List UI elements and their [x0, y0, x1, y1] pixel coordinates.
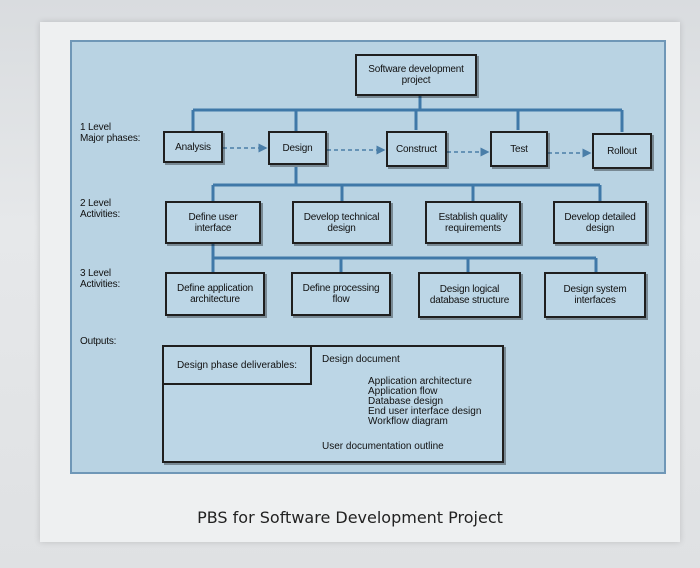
outputs-heading: Design document [322, 354, 400, 365]
outputs-item: End user interface design [368, 406, 482, 417]
level3-label: 3 Level Activities: [80, 268, 121, 290]
level2-develop-technical-design: Develop technical design [292, 201, 391, 244]
outputs-tab: Design phase deliverables: [164, 347, 312, 385]
level3-design-logical-database-structure: Design logical database structure [418, 272, 521, 318]
level3-design-system-interfaces: Design system interfaces [544, 272, 646, 318]
level2-develop-detailed-design: Develop detailed design [553, 201, 647, 244]
outputs-item: Workflow diagram [368, 416, 448, 427]
outputs-item: Application flow [368, 386, 438, 397]
level1-label: 1 Level Major phases: [80, 122, 141, 144]
figure-caption: PBS for Software Development Project [197, 508, 503, 527]
level2-define-user-interface: Define user interface [165, 201, 261, 244]
level3-define-processing-flow: Define processing flow [291, 272, 391, 316]
phase-rollout: Rollout [592, 133, 652, 169]
phase-design: Design [268, 131, 327, 165]
phase-test: Test [490, 131, 548, 167]
outputs-item: Database design [368, 396, 444, 407]
phase-analysis: Analysis [163, 131, 223, 163]
level2-establish-quality-requirements: Establish quality requirements [425, 201, 521, 244]
phase-construct: Construct [386, 131, 447, 167]
outputs-footer: User documentation outline [322, 441, 444, 452]
outputs-label: Outputs: [80, 336, 117, 347]
root-box: Software development project [355, 54, 477, 96]
level2-label: 2 Level Activities: [80, 198, 121, 220]
outputs-item: Application architecture [368, 376, 472, 387]
outputs-box: Design phase deliverables: Design docume… [162, 345, 504, 463]
level3-define-application-architecture: Define application architecture [165, 272, 265, 316]
